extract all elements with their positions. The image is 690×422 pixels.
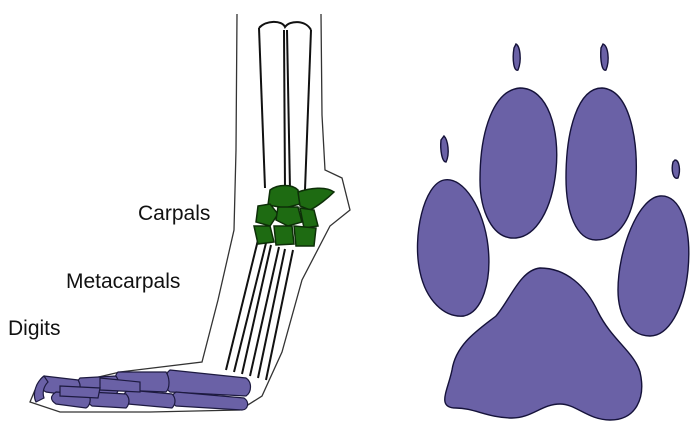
metacarpal-bones — [226, 240, 293, 380]
paw-claw-mark — [672, 160, 679, 178]
paw-claw-mark — [601, 44, 608, 70]
metacarpals-label: Metacarpals — [66, 271, 180, 292]
digit-bones — [34, 370, 250, 410]
paw-print — [417, 44, 688, 420]
digits-label: Digits — [8, 318, 61, 339]
paw-toe-pad — [480, 88, 557, 238]
paw-toe-pad — [566, 88, 636, 240]
paw-toe-pad — [417, 180, 488, 316]
carpals-label: Carpals — [138, 203, 210, 224]
paw-claw-mark — [513, 44, 520, 70]
paw-claw-mark — [441, 136, 448, 162]
carpal-bones — [254, 186, 334, 247]
forearm-bones — [259, 22, 311, 190]
